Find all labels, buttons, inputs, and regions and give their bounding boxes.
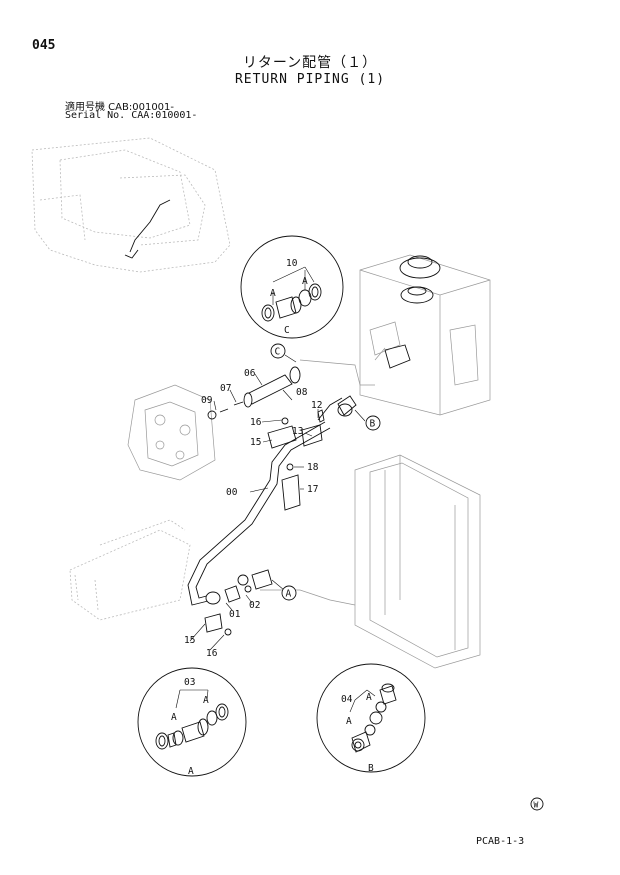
machine-outline-ghost (31, 137, 231, 273)
part-label-16-upper: 16 (250, 417, 262, 428)
hose-06 (207, 366, 301, 420)
title-english: RETURN PIPING (1) (234, 72, 386, 87)
w-mark: W (530, 797, 544, 811)
detail-view-b (316, 663, 426, 773)
callout-c: C (270, 343, 286, 359)
part-label-18: 18 (307, 462, 319, 473)
view-b-name: B (368, 763, 374, 774)
frame-ghost (69, 519, 191, 621)
page-code: PCAB-1-3 (476, 836, 525, 847)
part-label-12: 12 (311, 400, 322, 411)
radiator-ghost (354, 454, 481, 669)
leader-lines (189, 354, 366, 651)
part-label-02: 02 (249, 600, 260, 611)
title-japanese: リターン配管（１） (242, 55, 378, 71)
part-label-10: 10 (286, 258, 298, 269)
return-pipe (187, 397, 343, 606)
page-number: 045 (32, 38, 56, 53)
view-a-label-a-left: A (171, 712, 177, 723)
callout-a-letter: A (286, 589, 292, 600)
part-label-09: 09 (201, 395, 213, 406)
callout-b: B (365, 415, 381, 431)
fittings-cluster (267, 395, 357, 511)
valve-block-assembly (359, 254, 491, 416)
view-b-label-a-right: A (366, 692, 372, 703)
view-c-label-a-left: A (270, 288, 276, 299)
part-label-16-lower: 16 (206, 648, 218, 659)
view-a-label-a-right: A (203, 695, 209, 706)
part-label-04: 04 (341, 694, 353, 705)
lower-fittings (204, 569, 273, 636)
view-b-label-a-left: A (346, 716, 352, 727)
part-label-17: 17 (307, 484, 318, 495)
w-mark-letter: W (534, 801, 539, 810)
part-label-03: 03 (184, 677, 195, 688)
part-label-01: 01 (229, 609, 241, 620)
view-c-name: C (284, 325, 290, 336)
part-label-07: 07 (220, 383, 231, 394)
detail-view-c (240, 235, 344, 339)
control-valve-ghost (127, 384, 216, 481)
part-label-13: 13 (292, 426, 303, 437)
view-c-label-a-right: A (302, 276, 308, 287)
view-a-name: A (188, 766, 194, 777)
callout-a: A (281, 585, 297, 601)
part-label-06: 06 (244, 368, 256, 379)
callout-b-letter: B (370, 419, 376, 430)
callout-c-letter: C (275, 347, 281, 358)
part-label-08: 08 (296, 387, 308, 398)
serial-applicability-en: Serial No. CAA:010001- (65, 110, 198, 121)
part-label-15-lower: 15 (184, 635, 195, 646)
serial-applicability-jp: 適用号機 CAB:001001- (65, 102, 175, 113)
detail-view-a (137, 667, 247, 777)
part-label-00: 00 (226, 487, 238, 498)
part-label-15-upper: 15 (250, 437, 261, 448)
